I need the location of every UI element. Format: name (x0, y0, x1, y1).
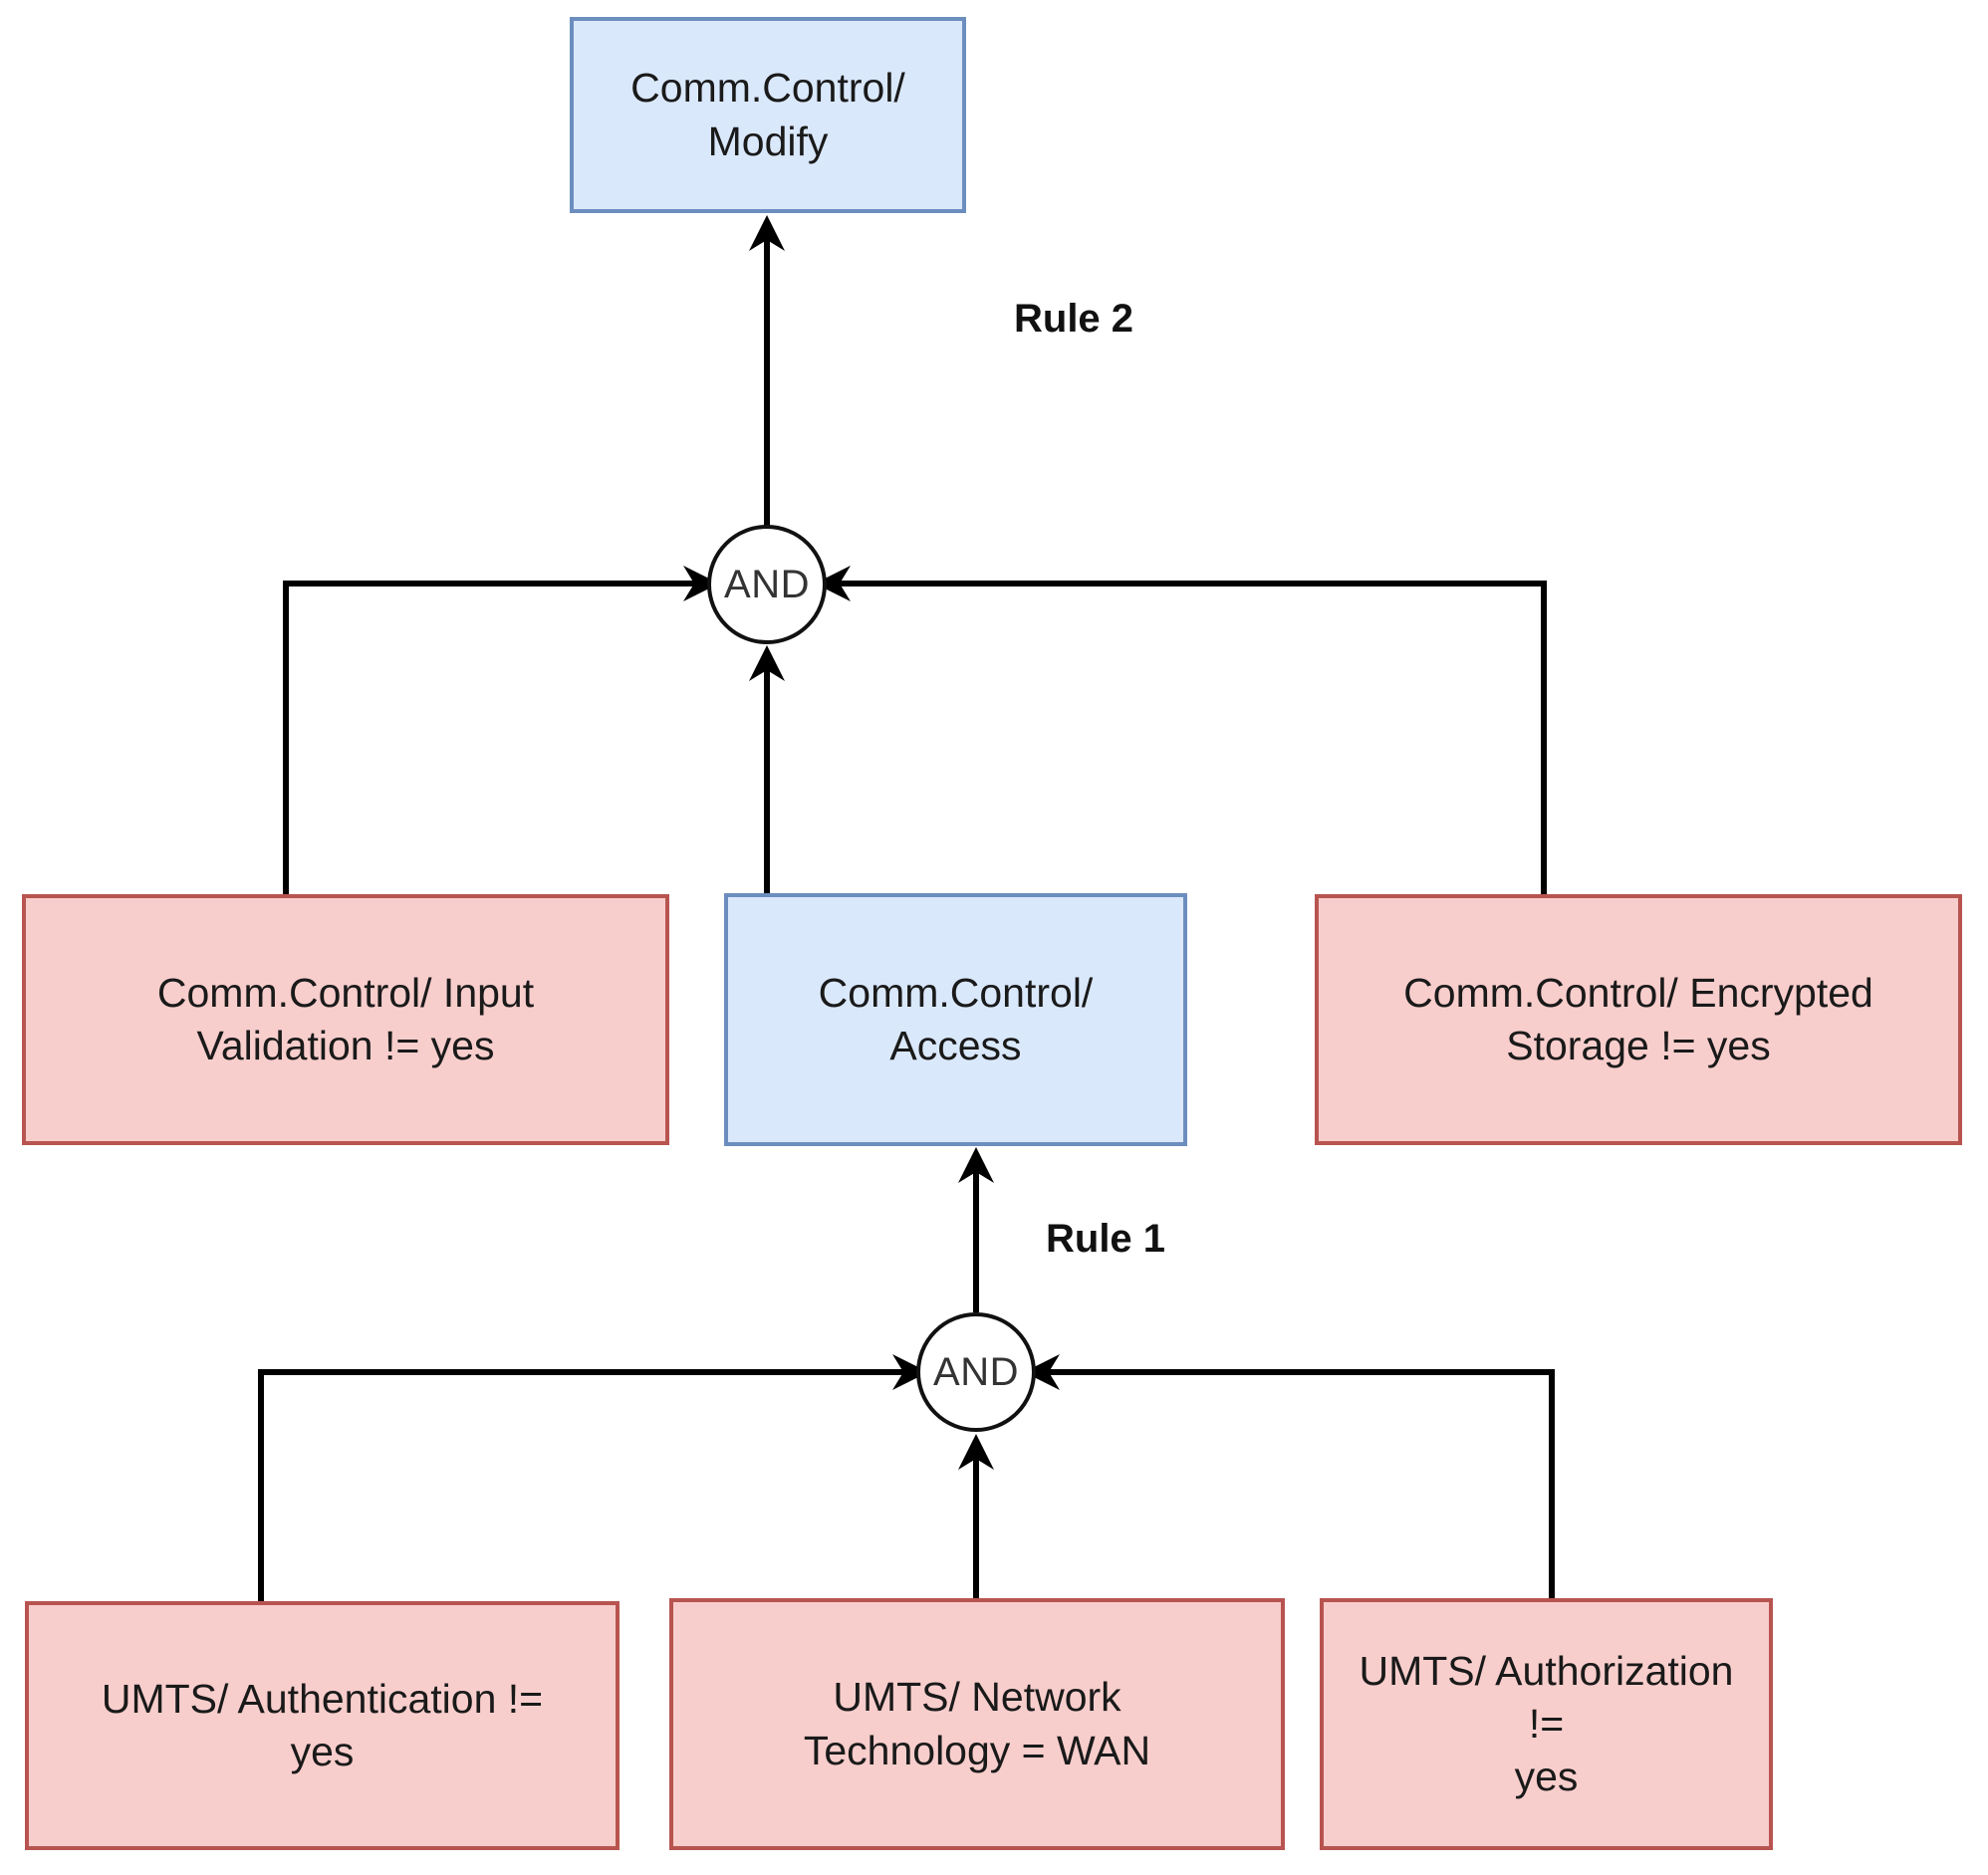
and-gate-lower[interactable]: AND (916, 1312, 1036, 1432)
edge-lower-gate-to-access (958, 1147, 994, 1312)
edge-label-rule-1: Rule 1 (1046, 1217, 1166, 1261)
node-comm-control-input-validation[interactable]: Comm.Control/ Input Validation != yes (22, 894, 669, 1145)
node-umts-authentication[interactable]: UMTS/ Authentication != yes (25, 1601, 620, 1850)
node-comm-control-encrypted-storage[interactable]: Comm.Control/ Encrypted Storage != yes (1315, 894, 1962, 1145)
node-umts-authorization[interactable]: UMTS/ Authorization != yes (1320, 1598, 1773, 1850)
edge-input-validation-to-upper-gate (283, 566, 719, 894)
edge-authentication-to-lower-gate (258, 1354, 928, 1601)
edge-label-rule-2: Rule 2 (1014, 297, 1134, 341)
node-umts-network-technology[interactable]: UMTS/ Network Technology = WAN (669, 1598, 1285, 1850)
and-gate-upper[interactable]: AND (707, 525, 827, 644)
edge-authorization-to-lower-gate (1024, 1354, 1555, 1601)
edge-encrypted-storage-to-upper-gate (815, 566, 1547, 894)
edge-network-technology-to-lower-gate (958, 1434, 994, 1598)
edge-access-to-upper-gate (749, 645, 785, 893)
edge-upper-gate-to-top-goal (749, 215, 785, 526)
node-comm-control-access[interactable]: Comm.Control/ Access (724, 893, 1187, 1146)
node-comm-control-modify[interactable]: Comm.Control/ Modify (570, 17, 966, 213)
